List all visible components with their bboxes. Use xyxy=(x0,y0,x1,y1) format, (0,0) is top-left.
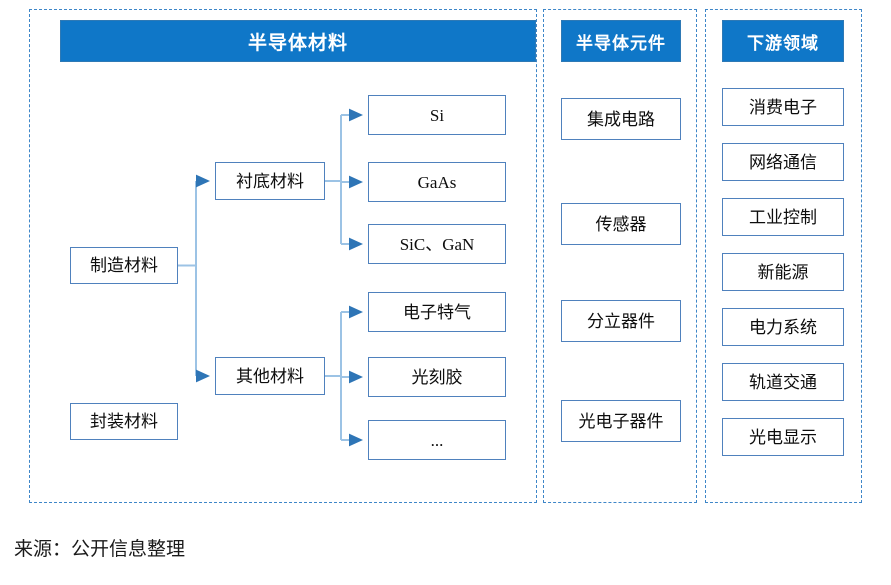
node-manufacturing-materials[interactable]: 制造材料 xyxy=(70,247,178,284)
node-substrate-materials[interactable]: 衬底材料 xyxy=(215,162,325,200)
panel-semiconductor-materials xyxy=(29,9,537,503)
node-other-materials[interactable]: 其他材料 xyxy=(215,357,325,395)
node-power-system[interactable]: 电力系统 xyxy=(722,308,844,346)
header-semiconductor-materials: 半导体材料 xyxy=(60,20,536,62)
node-sensor[interactable]: 传感器 xyxy=(561,203,681,245)
node-optoelectronic-display[interactable]: 光电显示 xyxy=(722,418,844,456)
node-si[interactable]: Si xyxy=(368,95,506,135)
node-photoresist[interactable]: 光刻胶 xyxy=(368,357,506,397)
node-electronic-specialty-gas[interactable]: 电子特气 xyxy=(368,292,506,332)
header-semiconductor-devices: 半导体元件 xyxy=(561,20,681,62)
node-more-ellipsis[interactable]: ... xyxy=(368,420,506,460)
node-network-communication[interactable]: 网络通信 xyxy=(722,143,844,181)
node-discrete-device[interactable]: 分立器件 xyxy=(561,300,681,342)
node-rail-transit[interactable]: 轨道交通 xyxy=(722,363,844,401)
node-new-energy[interactable]: 新能源 xyxy=(722,253,844,291)
node-gaas[interactable]: GaAs xyxy=(368,162,506,202)
node-industrial-control[interactable]: 工业控制 xyxy=(722,198,844,236)
panel-downstream-applications xyxy=(705,9,862,503)
node-sic-gan[interactable]: SiC、GaN xyxy=(368,224,506,264)
node-consumer-electronics[interactable]: 消费电子 xyxy=(722,88,844,126)
node-integrated-circuit[interactable]: 集成电路 xyxy=(561,98,681,140)
panel-semiconductor-devices xyxy=(543,9,697,503)
header-downstream-fields: 下游领域 xyxy=(722,20,844,62)
node-optoelectronic-device[interactable]: 光电子器件 xyxy=(561,400,681,442)
source-note: 来源：公开信息整理 xyxy=(14,539,186,560)
node-packaging-materials[interactable]: 封装材料 xyxy=(70,403,178,440)
